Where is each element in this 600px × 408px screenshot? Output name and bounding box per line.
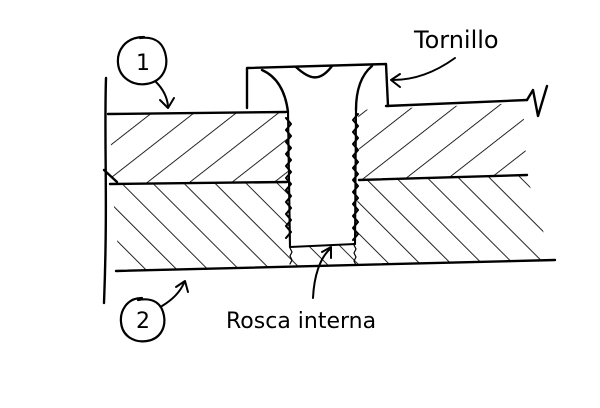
arrow-part-2 — [161, 282, 185, 307]
circle-2 — [119, 296, 166, 343]
arrow-screw — [392, 57, 456, 81]
label-part-1: 1 — [116, 35, 168, 86]
internal-thread-label: Rosca interna — [226, 309, 376, 334]
part-2-number: 2 — [136, 309, 150, 334]
arrow-part-1 — [155, 81, 169, 107]
label-part-2: 2 — [119, 296, 166, 343]
part-1-number: 1 — [136, 51, 150, 76]
arrow-internal-thread — [312, 248, 331, 299]
screw-label: Tornillo — [413, 26, 499, 54]
plate-2-hatching — [112, 176, 552, 271]
plates-outline — [102, 76, 557, 305]
screw-shank — [284, 108, 360, 266]
annotation-arrows — [155, 57, 456, 307]
circle-1 — [116, 35, 168, 86]
screw-head — [245, 62, 390, 114]
